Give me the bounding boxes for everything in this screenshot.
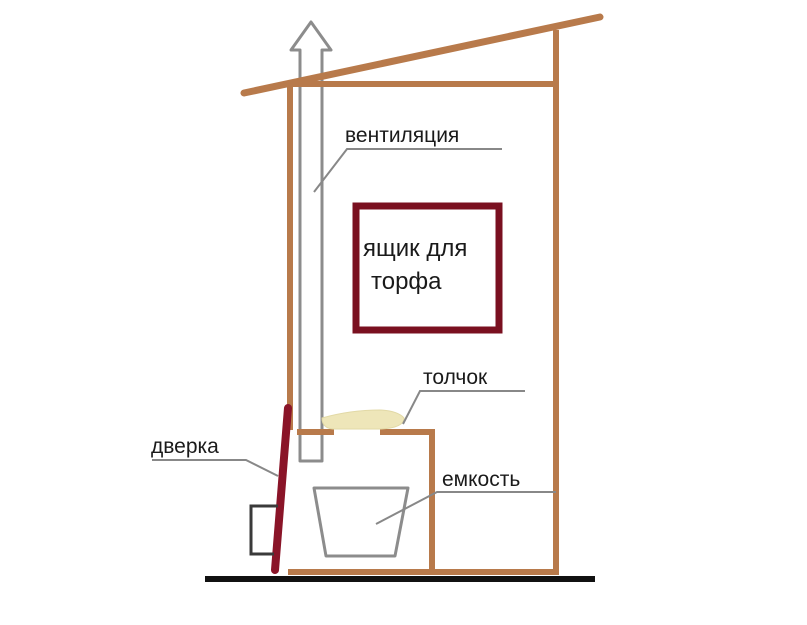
container-bucket [312, 486, 410, 558]
peat-box-frame [352, 202, 503, 334]
toilet-seat-leader [402, 390, 525, 425]
ventilation-leader [313, 148, 502, 193]
container-label: емкость [442, 468, 520, 491]
roof-beam [240, 13, 604, 97]
toilet-seat [321, 409, 405, 430]
door-leader [152, 459, 279, 477]
peat-box-label-line2: торфа [371, 268, 442, 295]
ventilation-pipe [289, 20, 333, 463]
door-label: дверка [151, 435, 219, 458]
door-panel [271, 404, 292, 574]
door-handle [249, 504, 278, 556]
container-leader [375, 491, 556, 525]
peat-box-label-line1: ящик для [363, 235, 467, 262]
toilet-seat-label: толчок [423, 366, 488, 389]
ventilation-label: вентиляция [345, 124, 459, 147]
